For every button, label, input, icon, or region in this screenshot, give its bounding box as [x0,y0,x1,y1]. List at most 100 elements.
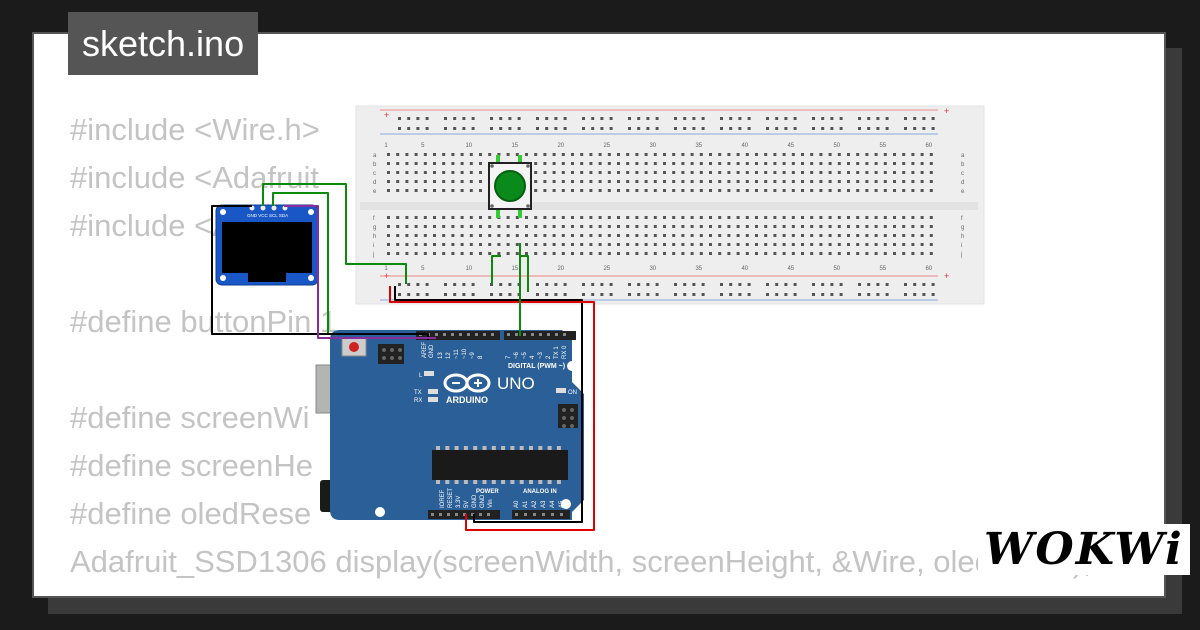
analog-pin-label: A3 [541,500,547,508]
digital-pin-label: 7 [506,355,512,359]
column-number: 50 [833,266,840,272]
power-pin-label: Vin [488,499,494,508]
digital-header [416,331,576,340]
column-number: 25 [603,266,610,272]
digital-pin-label: ~9 [470,351,476,359]
analog-in-label: ANALOG IN [523,489,557,495]
power-pin-label: GND [472,494,478,508]
power-pin-label: 3.3V [456,496,462,508]
row-letter: d [373,180,376,186]
column-number: 60 [925,266,932,272]
button-cap[interactable] [494,170,526,202]
file-tab-title[interactable]: sketch.ino [68,12,259,75]
arduino-infinity-logo [443,373,491,393]
column-number: 45 [787,143,794,149]
digital-pin-label: 2 [546,355,552,359]
power-pin-label: IOREF [440,489,446,508]
digital-pin-label: ~3 [538,351,544,359]
wokwi-logo: WOKWi [978,524,1190,575]
column-number: 1 [384,143,388,149]
power-pin-label: 5V [464,501,470,508]
power-pin-label: GND [480,494,486,508]
column-number: 40 [741,266,748,272]
row-letter: c [961,171,964,177]
wire-oled-scl [272,192,329,335]
digital-pin-label: ~5 [522,351,528,359]
column-number: 60 [925,143,932,149]
wire-oled-vcc [262,183,407,284]
row-letter: g [373,225,376,231]
breadboard[interactable]: 1155101015152020252530303535404045455050… [355,105,985,305]
row-letter: e [961,189,965,195]
uno-label: UNO [497,374,535,393]
digital-pin-label: TX 1 [554,346,560,359]
tx-label: TX [414,390,422,396]
column-number: 10 [465,266,472,272]
row-letter: i [961,243,962,249]
wire-button-resistor [520,255,529,292]
code-line: #include <Adafruit [70,160,320,195]
rail-plus-label: + [944,271,949,281]
analog-pin-label: A0 [514,500,520,508]
l-led-label: L [419,373,423,379]
digital-pin-label: ~6 [514,351,520,359]
arduino-label: ARDUINO [446,395,488,405]
digital-pin-label: 13 [438,352,444,359]
column-number: 20 [557,266,564,272]
digital-pin-label: ~11 [454,349,460,359]
column-number: 25 [603,143,610,149]
wire-oled-sda [284,205,436,339]
row-letter: e [373,189,377,195]
analog-pin-label: A5 [559,500,565,508]
digital-label: DIGITAL (PWM ~) [508,363,565,370]
digital-pin-label: RX 0 [562,345,568,359]
gnd-label: GND [429,344,435,358]
column-number: 15 [511,266,518,272]
column-number: 35 [695,143,702,149]
reset-button[interactable] [349,342,359,352]
row-letter: g [961,225,964,231]
aref-label: AREF [422,342,428,358]
breadboard-column-numbers: 1155101015152020252530303535404045455050… [384,143,932,272]
oled-display[interactable]: GND VCC SCL SDA [215,204,319,286]
power-label: POWER [476,489,499,495]
code-line: #define oledRese [70,496,312,531]
row-letter: b [373,162,377,168]
row-letter: a [961,153,965,159]
column-number: 50 [833,143,840,149]
pushbutton[interactable] [488,155,532,218]
row-letter: b [961,162,965,168]
atmega-chip [432,446,568,484]
column-number: 30 [649,143,656,149]
wires [211,183,595,531]
digital-pin-label: ~10 [462,348,468,359]
column-number: 45 [787,266,794,272]
wire-5v-rail [389,286,595,531]
oled-pin-labels: GND VCC SCL SDA [247,213,288,218]
row-letter: a [373,153,377,159]
column-number: 55 [879,143,886,149]
row-letter: h [961,234,964,240]
row-letter: f [373,216,375,222]
column-number: 20 [557,143,564,149]
code-line: #include <Wire.h> [70,112,320,147]
power-pin-label: RESET [448,488,454,508]
rail-plus-label: + [944,106,949,116]
column-number: 55 [879,266,886,272]
row-letter: i [373,243,374,249]
column-number: 40 [741,143,748,149]
code-line: #define screenHe [70,448,313,483]
rail-plus-label: + [384,271,389,281]
on-led-label: ON [568,390,577,396]
code-line: #define screenWi [70,400,310,435]
column-number: 35 [695,266,702,272]
wire-button-rail [491,255,501,284]
column-number: 5 [421,143,425,149]
analog-pin-label: A4 [550,500,556,508]
wire-gnd-rail [394,286,583,523]
